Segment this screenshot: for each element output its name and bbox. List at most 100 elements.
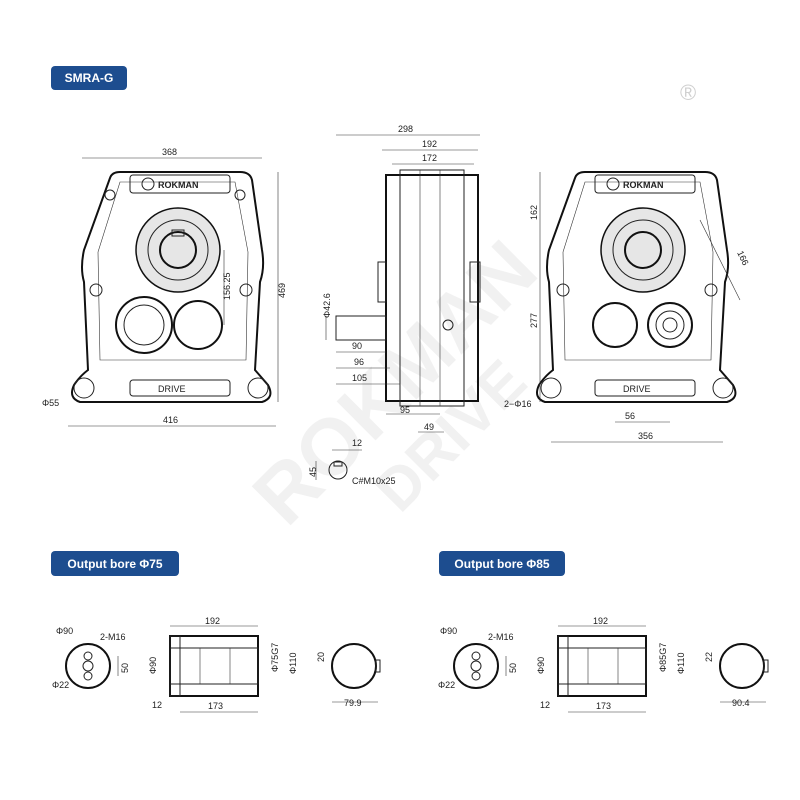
dim-156: 156.25 xyxy=(222,272,232,300)
front-logo-plate xyxy=(129,174,231,194)
dim-45: 45 xyxy=(308,467,318,477)
b75-d192: 192 xyxy=(205,616,220,626)
front-bolt-left xyxy=(89,283,103,297)
rear-housing-inner xyxy=(562,181,714,361)
b85-collar xyxy=(557,635,569,697)
dim-105: 105 xyxy=(352,373,367,383)
b85-sleeve xyxy=(557,635,647,697)
b85-d90v: Φ90 xyxy=(536,657,546,674)
dim-49: 49 xyxy=(424,422,434,432)
front-logo-mark xyxy=(141,177,155,191)
front-bottom-plate xyxy=(129,379,231,397)
front-lower-right-bore xyxy=(173,300,223,350)
side-boss xyxy=(377,261,387,303)
dim-166: 166 xyxy=(735,249,750,267)
registered-mark: ® xyxy=(680,80,696,105)
b85-d173: 173 xyxy=(596,701,611,711)
b85-d110: Φ110 xyxy=(676,652,686,674)
dim-298: 298 xyxy=(398,124,413,134)
rear-lower-right-inner xyxy=(655,310,685,340)
b75-keyway xyxy=(375,659,381,673)
side-flange xyxy=(399,169,465,407)
rear-logo-mark xyxy=(606,177,620,191)
rear-logo-text: ROKMAN xyxy=(623,180,664,190)
model-label: SMRA-G xyxy=(64,71,114,85)
b85-d90: Φ90 xyxy=(440,626,457,636)
key-detail-key xyxy=(333,461,343,467)
b75-d12: 12 xyxy=(152,700,162,710)
front-lower-left-bore xyxy=(115,296,173,354)
b75-keyway-circle xyxy=(331,643,377,689)
b85-bore-section xyxy=(557,647,647,685)
b75-hole-top xyxy=(83,651,93,661)
b75-collar xyxy=(169,635,181,697)
rear-bottom-text: DRIVE xyxy=(623,384,651,394)
b85-end-circle xyxy=(453,643,499,689)
b75-d79: 79.9 xyxy=(344,698,362,708)
rear-bottom-plate xyxy=(594,379,696,397)
bore75-drawing: Φ90 2-M16 Φ22 50 192 Φ90 Φ75G7 Φ110 12 1… xyxy=(52,616,381,713)
dim-172: 172 xyxy=(422,153,437,163)
front-bolt-tr xyxy=(234,189,246,201)
b75-bore-section xyxy=(169,647,259,685)
bore85-label: Output bore Φ85 xyxy=(454,556,550,571)
front-view: ROKMAN DRIVE 368 469 156.25 416 Φ55 xyxy=(42,147,287,427)
b85-d12: 12 xyxy=(540,700,550,710)
b85-d192: 192 xyxy=(593,616,608,626)
b75-hole-bottom xyxy=(83,671,93,681)
dim-42: Φ42.6 xyxy=(322,293,332,318)
b85-d85: Φ85G7 xyxy=(658,643,668,672)
front-bolt-right xyxy=(239,283,253,297)
side-boss-right xyxy=(469,261,481,303)
front-lower-left-inner xyxy=(123,304,165,346)
rear-upper-bore-mid xyxy=(612,219,674,281)
b75-d90v: Φ90 xyxy=(148,657,158,674)
b75-d50: 50 xyxy=(120,663,130,673)
b85-keyway-circle xyxy=(719,643,765,689)
dim-469: 469 xyxy=(277,283,287,298)
model-tag: SMRA-G xyxy=(51,66,127,90)
dim-95: 95 xyxy=(400,405,410,415)
front-upper-bore-inner xyxy=(159,231,197,269)
dim-216: 2−Φ16 xyxy=(504,399,531,409)
rear-upper-bore-inner xyxy=(624,231,662,269)
b75-d22: Φ22 xyxy=(52,680,69,690)
rear-lower-right-bore xyxy=(647,302,693,348)
front-left-foot-hole xyxy=(73,377,95,399)
rear-left-foot-hole xyxy=(540,377,562,399)
bore85-tag: Output bore Φ85 xyxy=(439,551,565,576)
dim-162: 162 xyxy=(529,205,539,220)
rear-bolt-left xyxy=(556,283,570,297)
bore75-label: Output bore Φ75 xyxy=(67,556,163,571)
key-label: C#M10x25 xyxy=(352,476,396,486)
b75-d75: Φ75G7 xyxy=(270,643,280,672)
dim-96: 96 xyxy=(354,357,364,367)
b75-center xyxy=(82,660,94,672)
dim-277: 277 xyxy=(529,313,539,328)
rear-lower-right-core xyxy=(662,317,678,333)
b85-keyway xyxy=(763,659,769,673)
front-bolt-tl xyxy=(104,189,116,201)
dim-56: 56 xyxy=(625,411,635,421)
dim-12: 12 xyxy=(352,438,362,448)
dim-356: 356 xyxy=(638,431,653,441)
b75-sleeve xyxy=(169,635,259,697)
b85-m16: 2-M16 xyxy=(488,632,514,642)
dim-192: 192 xyxy=(422,139,437,149)
dim-90: 90 xyxy=(352,341,362,351)
bore75-tag: Output bore Φ75 xyxy=(51,551,179,576)
b75-end-circle xyxy=(65,643,111,689)
front-housing-inner xyxy=(97,181,249,361)
b75-d20: 20 xyxy=(316,652,326,662)
rear-right-foot-hole xyxy=(712,377,734,399)
b85-center xyxy=(470,660,482,672)
b85-d90w: 90.4 xyxy=(732,698,750,708)
side-input-shaft xyxy=(335,315,387,341)
side-plug xyxy=(442,319,454,331)
side-view: 298 192 172 Φ42.6 90 96 105 95 49 12 45 … xyxy=(308,124,481,486)
rear-upper-bore-outer xyxy=(600,207,686,293)
rear-logo-plate xyxy=(594,174,696,194)
rear-view: ROKMAN DRIVE 162 277 166 2−Φ16 56 356 xyxy=(504,171,751,443)
key-detail-circle xyxy=(328,460,348,480)
